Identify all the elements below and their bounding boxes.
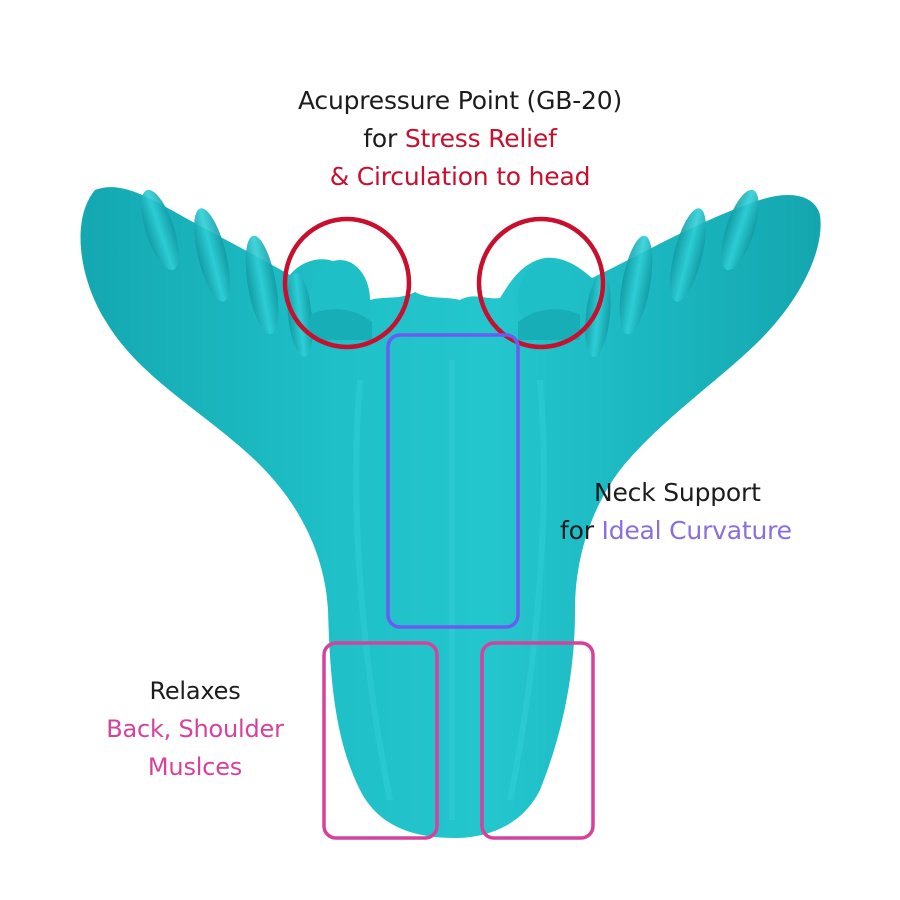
massage-ridges-right [585,189,759,357]
acupressure-circle-left [282,216,412,350]
neck-support-subtitle: for Ideal Curvature [560,516,792,545]
ideal-curvature-text: Ideal Curvature [601,516,792,545]
acupressure-title: Acupressure Point (GB-20) [297,86,623,115]
acupressure-label: Acupressure Point (GB-20) for Stress Rel… [200,82,720,196]
relax-box-left [322,641,439,840]
neck-support-label: Neck Support for Ideal Curvature [560,474,850,550]
stress-relief-text: Stress Relief [404,124,557,153]
relax-box-right [480,641,595,840]
product-body [80,187,821,839]
acupressure-knobs [310,260,580,340]
back-shoulder-text: Back, Shoulder [106,715,284,743]
neck-support-box [386,333,520,629]
massage-ridges-left [141,189,313,357]
acupressure-circle-right [476,216,606,350]
muscles-text: Muslces [147,753,243,781]
acupressure-subtitle: for Stress Relief [363,124,557,153]
body-highlights [353,360,547,820]
neck-support-title: Neck Support [594,478,761,507]
relaxes-title: Relaxes [149,677,241,705]
relaxes-label: Relaxes Back, Shoulder Muslces [70,672,320,786]
circulation-text: & Circulation to head [329,162,591,191]
